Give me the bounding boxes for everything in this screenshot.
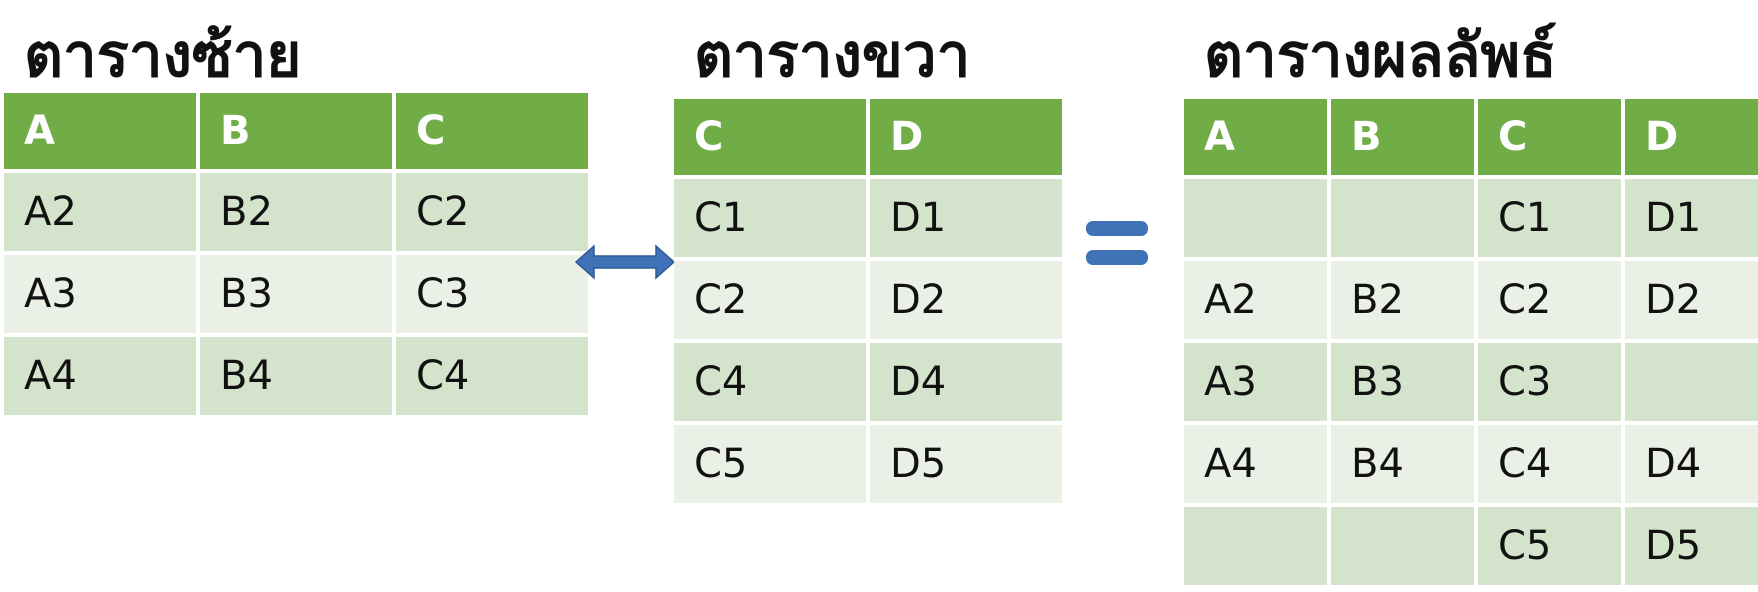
result-table-cell: C1 xyxy=(1478,179,1621,257)
left-table-title: ตารางซ้าย xyxy=(24,21,302,91)
table-row: C1 D1 xyxy=(674,179,1062,257)
left-table: A B C A2 B2 C2 A3 B3 C3 A4 B4 C4 xyxy=(0,89,592,419)
table-row: C5 D5 xyxy=(674,425,1062,503)
right-table: C D C1 D1 C2 D2 C4 D4 C5 D5 xyxy=(670,95,1066,507)
left-table-cell: C4 xyxy=(396,337,588,415)
left-table-header-a: A xyxy=(4,93,196,169)
result-table-cell: D1 xyxy=(1625,179,1758,257)
left-table-header-c: C xyxy=(396,93,588,169)
right-table-header-c: C xyxy=(674,99,866,175)
table-row: C5 D5 xyxy=(1184,507,1758,585)
left-table-cell: B3 xyxy=(200,255,392,333)
table-row: A2 B2 C2 D2 xyxy=(1184,261,1758,339)
result-table-title: ตารางผลลัพธ์ xyxy=(1204,21,1557,91)
right-table-cell: C2 xyxy=(674,261,866,339)
result-table-cell: C5 xyxy=(1478,507,1621,585)
result-table-cell xyxy=(1625,343,1758,421)
left-table-cell: B2 xyxy=(200,173,392,251)
left-table-cell: C3 xyxy=(396,255,588,333)
result-table: A B C D C1 D1 A2 B2 C2 D2 A3 B3 C3 A4 B4… xyxy=(1180,95,1758,589)
table-row: C1 D1 xyxy=(1184,179,1758,257)
table-row: A4 B4 C4 D4 xyxy=(1184,425,1758,503)
result-table-cell xyxy=(1331,507,1474,585)
result-table-cell: B4 xyxy=(1331,425,1474,503)
right-table-title: ตารางขวา xyxy=(694,21,971,91)
right-table-cell: D2 xyxy=(870,261,1062,339)
left-table-cell: C2 xyxy=(396,173,588,251)
result-table-cell: B3 xyxy=(1331,343,1474,421)
result-table-cell: D5 xyxy=(1625,507,1758,585)
left-table-header-b: B xyxy=(200,93,392,169)
result-table-cell: D4 xyxy=(1625,425,1758,503)
table-row: A4 B4 C4 xyxy=(4,337,588,415)
table-row: A3 B3 C3 xyxy=(4,255,588,333)
equals-icon xyxy=(1086,221,1148,265)
right-table-cell: D5 xyxy=(870,425,1062,503)
right-table-cell: D4 xyxy=(870,343,1062,421)
double-arrow-icon xyxy=(574,244,676,280)
right-table-cell: D1 xyxy=(870,179,1062,257)
left-table-cell: A4 xyxy=(4,337,196,415)
result-table-cell: C2 xyxy=(1478,261,1621,339)
right-table-cell: C1 xyxy=(674,179,866,257)
left-table-cell: B4 xyxy=(200,337,392,415)
table-row: A3 B3 C3 xyxy=(1184,343,1758,421)
right-table-cell: C4 xyxy=(674,343,866,421)
result-table-header-d: D xyxy=(1625,99,1758,175)
left-table-cell: A3 xyxy=(4,255,196,333)
result-table-cell: C3 xyxy=(1478,343,1621,421)
table-row: A2 B2 C2 xyxy=(4,173,588,251)
result-table-header-b: B xyxy=(1331,99,1474,175)
table-row: C2 D2 xyxy=(674,261,1062,339)
result-table-header-a: A xyxy=(1184,99,1327,175)
result-table-cell xyxy=(1184,507,1327,585)
result-table-cell xyxy=(1331,179,1474,257)
result-table-cell: C4 xyxy=(1478,425,1621,503)
left-table-cell: A2 xyxy=(4,173,196,251)
result-table-cell: D2 xyxy=(1625,261,1758,339)
result-table-cell: B2 xyxy=(1331,261,1474,339)
result-table-cell: A3 xyxy=(1184,343,1327,421)
result-table-cell xyxy=(1184,179,1327,257)
result-table-header-c: C xyxy=(1478,99,1621,175)
result-table-cell: A4 xyxy=(1184,425,1327,503)
right-table-header-d: D xyxy=(870,99,1062,175)
right-table-cell: C5 xyxy=(674,425,866,503)
result-table-cell: A2 xyxy=(1184,261,1327,339)
table-row: C4 D4 xyxy=(674,343,1062,421)
